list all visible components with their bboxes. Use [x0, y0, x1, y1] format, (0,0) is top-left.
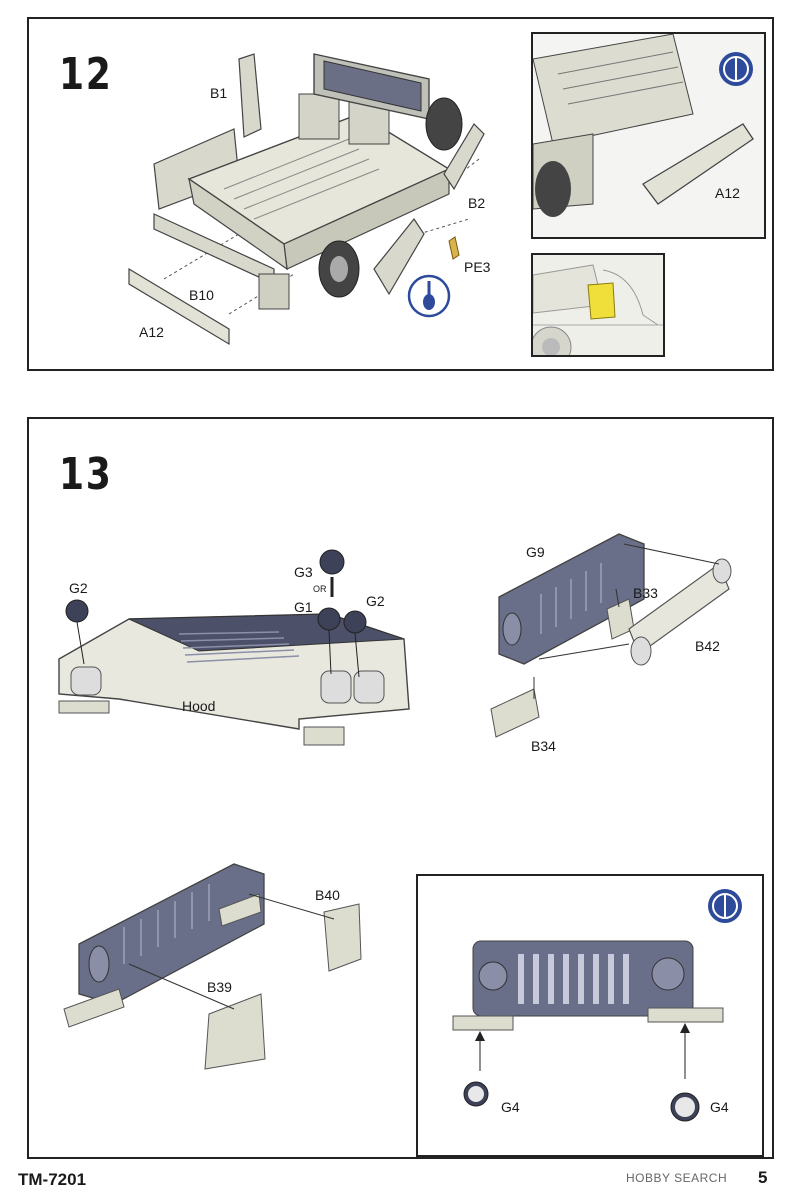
chassis-exploded-view [128, 53, 485, 346]
part-label-b33: B33 [633, 585, 658, 601]
hood-assembly-drawing [58, 533, 732, 1070]
part-label-b34: B34 [531, 738, 556, 754]
part-label-b39: B39 [207, 979, 232, 995]
part-label-g4-left: G4 [501, 1099, 520, 1115]
part-label-a12-inset: A12 [715, 185, 740, 201]
step-number: 12 [59, 49, 113, 100]
part-label-g2-right: G2 [366, 593, 385, 609]
part-label-g1: G1 [294, 599, 313, 615]
step-number: 13 [59, 449, 113, 500]
part-label-g9: G9 [526, 544, 545, 560]
part-label-g2-left: G2 [69, 580, 88, 596]
step-12-panel: 12 [27, 17, 774, 371]
g4-lights-inset: G4 G4 [416, 874, 764, 1157]
step-13-panel: 13 [27, 417, 774, 1159]
part-label-g4-right: G4 [710, 1099, 729, 1115]
part-label-a12: A12 [139, 324, 164, 340]
part-label-b10: B10 [189, 287, 214, 303]
product-code: TM-7201 [18, 1170, 87, 1189]
watermark-brand: HOBBY SEARCH [626, 1171, 728, 1185]
page-number: 5 [758, 1168, 768, 1187]
part-label-b2: B2 [468, 195, 486, 211]
part-label-pe3: PE3 [464, 259, 491, 275]
pe3-position-inset [531, 253, 665, 357]
part-label-g3: G3 [294, 564, 313, 580]
part-label-hood: Hood [182, 698, 216, 714]
part-label-or: OR [313, 584, 327, 594]
pe3-position-drawing [533, 255, 663, 355]
part-label-b40: B40 [315, 887, 340, 903]
g4-lights-drawing [452, 889, 742, 1122]
part-label-b42: B42 [695, 638, 720, 654]
rear-detail-drawing [533, 34, 754, 217]
rear-detail-inset: A12 [531, 32, 766, 239]
part-label-b1: B1 [210, 85, 228, 101]
